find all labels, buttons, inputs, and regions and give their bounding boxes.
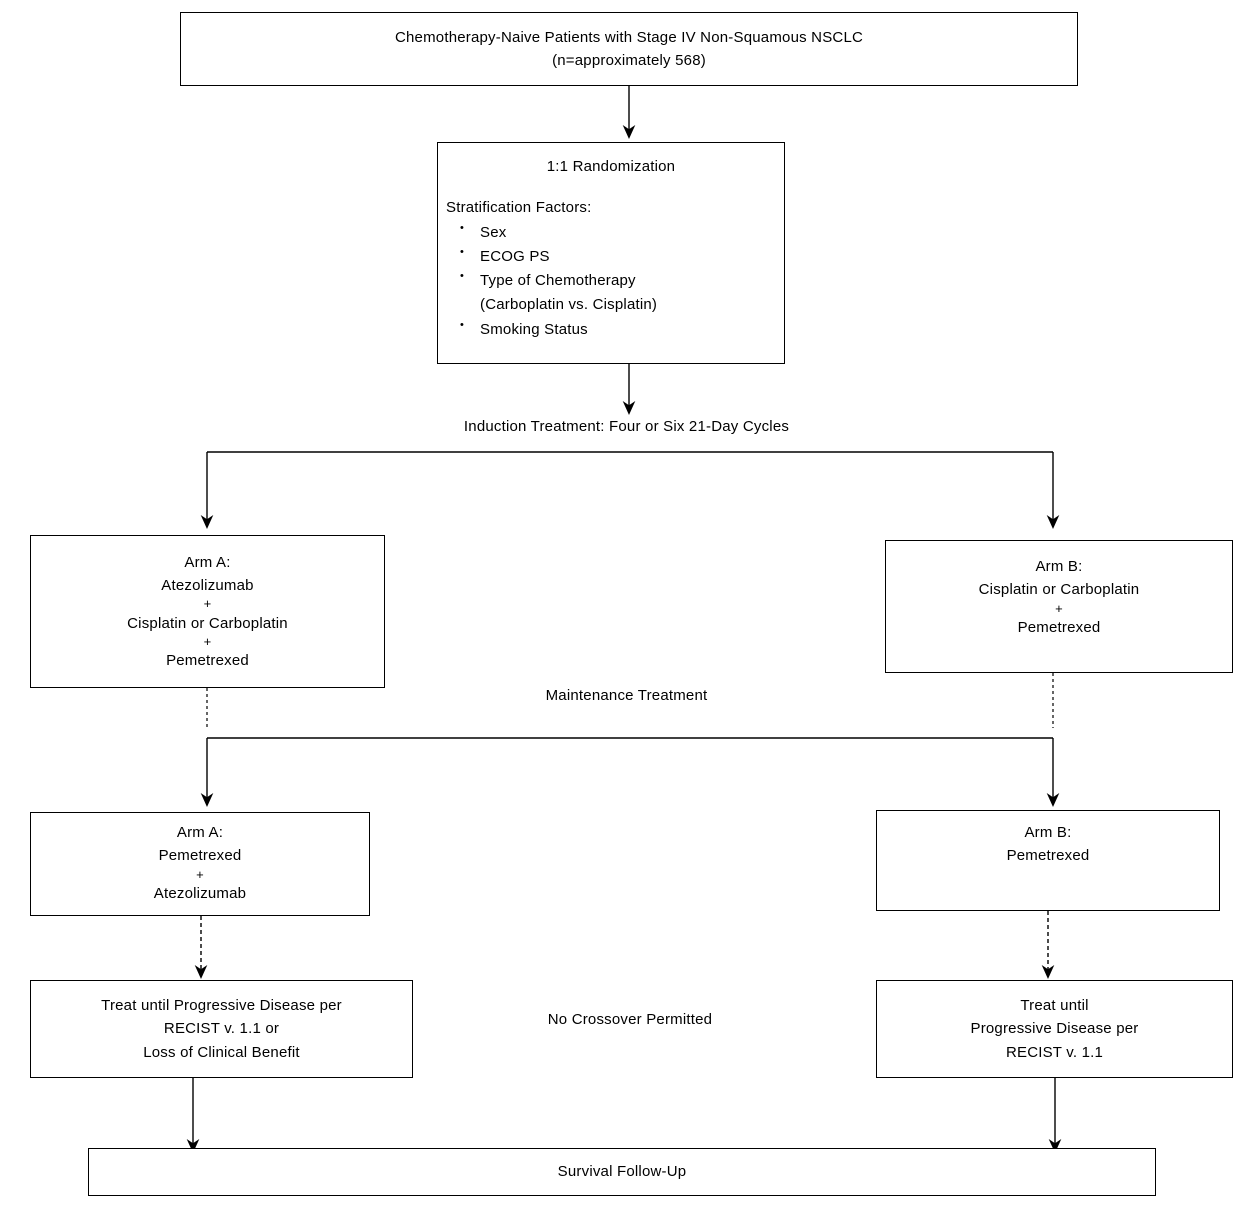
induction-treatment-label: Induction Treatment: Four or Six 21-Day … — [463, 418, 790, 435]
maintenance-split-connector — [200, 737, 1060, 807]
stratification-factor-item: Sex — [446, 219, 776, 245]
induction-arm-a-plus-2: + — [203, 633, 212, 649]
population-line-2: (n=approximately 568) — [552, 52, 706, 69]
maintenance-arm-b-line-2: Pemetrexed — [1006, 847, 1090, 865]
survival-followup-label: Survival Follow-Up — [557, 1163, 687, 1181]
maintenance-arm-a-line-2: Pemetrexed — [158, 847, 242, 865]
induction-arm-b-box: Arm B: Cisplatin or Carboplatin + Pemetr… — [885, 540, 1233, 673]
survival-followup-box: Survival Follow-Up — [88, 1148, 1156, 1196]
treat-until-b-line-2: Progressive Disease per — [970, 1020, 1139, 1038]
randomization-box: 1:1 Randomization Stratification Factors… — [437, 142, 785, 364]
population-line-1: Chemotherapy-Naive Patients with Stage I… — [394, 28, 864, 46]
stratification-factor-item: Type of Chemotherapy — [446, 268, 776, 293]
treat-until-a-line-3: Loss of Clinical Benefit — [143, 1043, 300, 1061]
induction-arm-a-line-3: Cisplatin or Carboplatin — [127, 614, 288, 632]
induction-arm-a-line-2: Atezolizumab — [161, 576, 254, 594]
induction-arm-a-plus-1: + — [203, 596, 212, 612]
treat-until-b-line-1: Treat until — [1020, 997, 1089, 1015]
treat-until-b-line-3: RECIST v. 1.1 — [1005, 1043, 1104, 1061]
no-crossover-label: No Crossover Permitted — [547, 1011, 713, 1028]
population-box: Chemotherapy-Naive Patients with Stage I… — [180, 12, 1078, 86]
maintenance-arm-a-plus-1: + — [196, 866, 204, 882]
induction-arm-b-line-1: Arm B: — [1035, 558, 1083, 575]
induction-arm-a-line-4: Pemetrexed — [166, 652, 249, 670]
maintenance-arm-a-box: Arm A: Pemetrexed + Atezolizumab — [30, 812, 370, 916]
treat-until-progression-arm-b-box: Treat until Progressive Disease per RECI… — [876, 980, 1233, 1078]
stratification-header: Stratification Factors: — [446, 199, 592, 217]
maintenance-arm-b-line-1: Arm B: — [1024, 824, 1072, 841]
maintenance-arm-a-line-1: Arm A: — [176, 824, 224, 841]
treat-until-a-line-1: Treat until Progressive Disease per — [101, 997, 342, 1015]
maintenance-treatment-label: Maintenance Treatment — [545, 687, 708, 704]
treat-until-progression-arm-a-box: Treat until Progressive Disease per RECI… — [30, 980, 413, 1078]
stratification-factor-subline: (Carboplatin vs. Cisplatin) — [480, 296, 658, 314]
treat-until-a-line-2: RECIST v. 1.1 or — [163, 1020, 280, 1038]
stratification-factor-list: Sex ECOG PS Type of Chemotherapy (Carbop… — [446, 219, 776, 342]
maintenance-arm-b-box: Arm B: Pemetrexed — [876, 810, 1220, 911]
induction-arm-b-line-3: Pemetrexed — [1017, 618, 1101, 636]
induction-arm-a-box: Arm A: Atezolizumab + Cisplatin or Carbo… — [30, 535, 385, 688]
stratification-factor-item: ECOG PS — [446, 244, 776, 269]
induction-arm-a-line-1: Arm A: — [184, 553, 231, 571]
induction-arm-b-line-2: Cisplatin or Carboplatin — [978, 581, 1140, 599]
induction-arm-b-plus-1: + — [1055, 600, 1063, 616]
stratification-factor-item: Smoking Status — [446, 317, 776, 342]
maintenance-arm-a-line-3: Atezolizumab — [153, 884, 247, 902]
induction-split-connector — [200, 451, 1060, 529]
randomization-title: 1:1 Randomization — [546, 158, 676, 175]
